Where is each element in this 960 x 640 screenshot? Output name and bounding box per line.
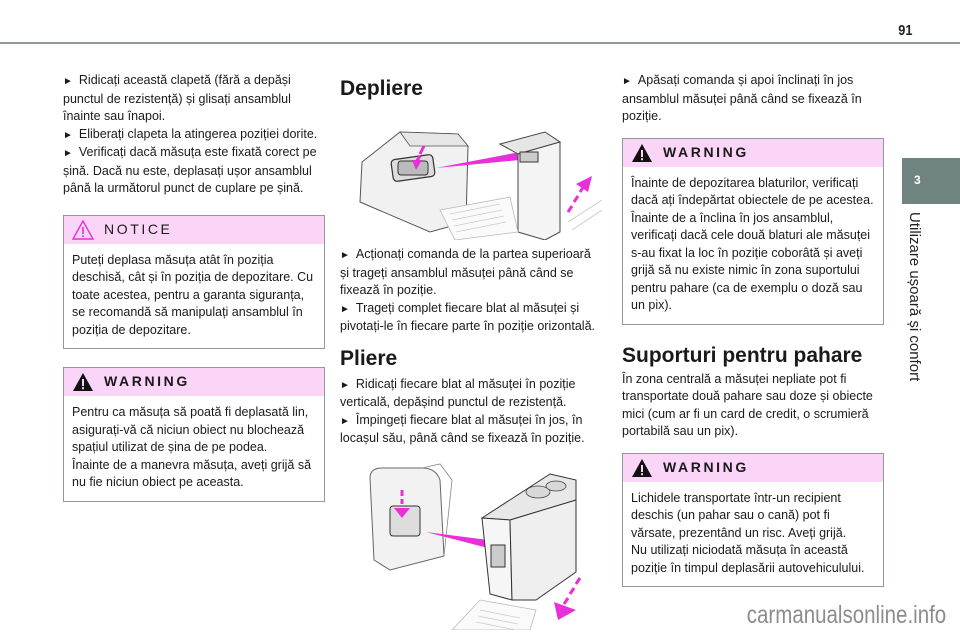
notice-header: NOTICE [64,215,324,244]
step-text: Împingeți fiecare blat al măsuței în jos… [340,412,602,448]
step-text: Verificați dacă măsuța este fixată corec… [63,144,325,198]
warning-header: WARNING [623,453,883,482]
section-heading-pliere: Pliere [340,346,398,370]
warning-header: WARNING [64,368,324,396]
warning-text: Înainte de a înclina în jos ansamblul, v… [631,210,871,313]
step-text: Apăsați comanda și apoi înclinați în jos… [622,72,884,126]
cupholders-text: În zona centrală a măsuței nepliate pot … [622,371,873,439]
warning-filled-icon [73,373,93,391]
warning-outline-icon [72,219,94,240]
warning-text: Înainte de a manevra măsuța, aveți grijă… [72,457,312,490]
notice-box: NOTICE Puteți deplasa măsuța atât în poz… [63,214,325,349]
column-1: Ridicați această clapetă (fără a depăși … [63,72,325,502]
chapter-number: 3 [914,173,921,187]
step-text: Eliberați clapeta la atingerea poziției … [63,126,325,145]
watermark: carmanualsonline.info [746,601,946,629]
header-divider [0,42,960,44]
chapter-title: Utilizare ușoară și confort [906,212,923,382]
warning-text: Pentru ca măsuța să poată fi deplasată l… [72,405,309,454]
warning-title: WARNING [663,143,749,160]
page-number: 91 [898,22,913,39]
warning-title: WARNING [104,373,190,390]
warning-filled-icon [632,143,652,162]
warning-box: WARNING Lichidele transportate într-un r… [622,452,884,587]
warning-box: WARNING Pentru ca măsuța să poată fi dep… [63,367,325,502]
column-2: Depliere Acționați comanda de la partea … [340,76,602,630]
step-text: Trageți complet fiecare blat al măsuței … [340,300,602,336]
unfold-illustration [359,131,602,240]
fold-illustration [369,463,582,630]
warning-text: Înainte de depozitarea blaturilor, verif… [631,175,874,208]
notice-text: Puteți deplasa măsuța atât în poziția de… [72,252,314,337]
step-text: Ridicați această clapetă (fără a depăși … [63,72,325,126]
warning-filled-icon [632,458,652,477]
warning-text: Nu utilizați niciodată măsuța în această… [631,543,865,575]
step-text: Ridicați fiecare blat al măsuței în pozi… [340,376,602,412]
chapter-tab[interactable]: 3 [902,158,960,204]
section-heading-depliere: Depliere [340,77,423,100]
notice-title: NOTICE [104,220,173,237]
section-heading-suporturi: Suporturi pentru pahare [622,343,863,367]
column-3: Apăsați comanda și apoi înclinați în jos… [622,72,884,587]
warning-header: WARNING [623,138,883,167]
warning-title: WARNING [663,458,749,475]
step-text: Acționați comanda de la partea superioar… [340,246,602,300]
warning-text: Lichidele transportate într-un recipient… [631,490,847,540]
warning-box: WARNING Înainte de depozitarea blaturilo… [622,137,884,325]
